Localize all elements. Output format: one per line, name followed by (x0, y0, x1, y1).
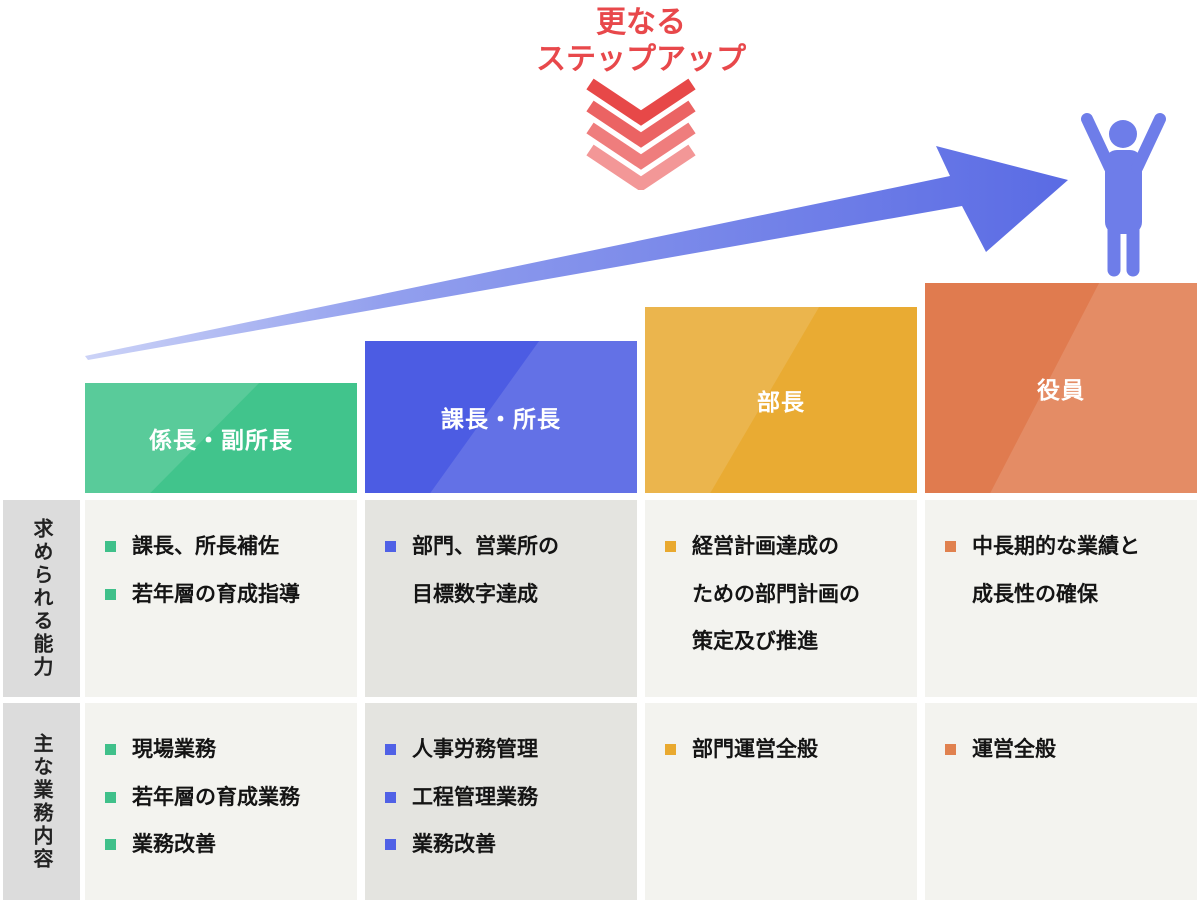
row-label-duties: 主な業務内容 (3, 703, 80, 900)
bullet-square-icon (945, 541, 956, 552)
stepup-title: 更なる ステップアップ (416, 4, 866, 78)
cell-duties-bucho: 部門運営全般 (645, 703, 917, 900)
bullet-square-icon (105, 541, 116, 552)
list-item: 若年層の育成業務 (105, 774, 345, 822)
role-header-label: 部長 (757, 389, 805, 415)
cell-abilities-bucho: 経営計画達成の ための部門計画の 策定及び推進 (645, 500, 917, 697)
item-text: 若年層の育成業務 (132, 785, 300, 809)
cell-abilities-kakaricho: 課長、所長補佐 若年層の育成指導 (85, 500, 357, 697)
bullet-square-icon (385, 839, 396, 850)
list-item: 運営全般 (945, 726, 1185, 774)
bullet-square-icon (105, 791, 116, 803)
growth-arrow-icon (85, 146, 1068, 360)
item-text: 工程管理業務 (412, 785, 538, 809)
chevron-down-icon (585, 76, 697, 192)
item-text: 部門運営全般 (692, 738, 818, 761)
item-text: 部門、営業所の 目標数字達成 (412, 535, 559, 606)
cell-duties-kacho: 人事労務管理 工程管理業務 業務改善 (365, 703, 637, 900)
item-text: 若年層の育成指導 (132, 582, 300, 606)
item-text: 業務改善 (412, 833, 496, 856)
list-item: 若年層の育成指導 (105, 571, 345, 619)
list-item: 経営計画達成の ための部門計画の 策定及び推進 (665, 523, 905, 666)
item-text: 業務改善 (132, 833, 216, 856)
bullet-square-icon (105, 588, 116, 600)
role-header-label: 役員 (1037, 377, 1085, 403)
bullet-square-icon (945, 744, 956, 755)
list-item: 部門、営業所の 目標数字達成 (385, 523, 625, 618)
list-item: 中長期的な業績と 成長性の確保 (945, 523, 1185, 618)
cell-abilities-yakuin: 中長期的な業績と 成長性の確保 (925, 500, 1197, 697)
role-header-label: 係長・副所長 (149, 427, 293, 453)
bullet-square-icon (665, 744, 676, 755)
bullet-square-icon (385, 744, 396, 755)
list-item: 業務改善 (385, 821, 625, 869)
item-text: 課長、所長補佐 (132, 535, 279, 558)
role-header-bucho: 部長 (645, 307, 917, 493)
role-header-yakuin: 役員 (925, 283, 1197, 493)
bullet-square-icon (105, 839, 116, 850)
list-item: 人事労務管理 (385, 726, 625, 774)
stepup-title-line1: 更なる (596, 6, 686, 39)
cell-duties-yakuin: 運営全般 (925, 703, 1197, 900)
item-text: 人事労務管理 (412, 738, 538, 761)
bullet-square-icon (385, 791, 396, 803)
role-header-kakaricho: 係長・副所長 (85, 383, 357, 493)
person-icon (1081, 113, 1166, 277)
row-label-abilities: 求められる能力 (3, 500, 80, 697)
item-text: 経営計画達成の ための部門計画の 策定及び推進 (692, 535, 860, 653)
item-text: 現場業務 (132, 738, 216, 761)
item-text: 運営全般 (972, 738, 1056, 761)
bullet-square-icon (105, 744, 116, 755)
bullet-square-icon (385, 541, 396, 552)
list-item: 現場業務 (105, 726, 345, 774)
stepup-title-line2: ステップアップ (536, 43, 746, 76)
list-item: 工程管理業務 (385, 774, 625, 822)
cell-duties-kakaricho: 現場業務 若年層の育成業務 業務改善 (85, 703, 357, 900)
role-header-kacho: 課長・所長 (365, 341, 637, 493)
list-item: 部門運営全般 (665, 726, 905, 774)
list-item: 業務改善 (105, 821, 345, 869)
cell-abilities-kacho: 部門、営業所の 目標数字達成 (365, 500, 637, 697)
bullet-square-icon (665, 541, 676, 552)
role-header-label: 課長・所長 (441, 406, 561, 432)
list-item: 課長、所長補佐 (105, 523, 345, 571)
item-text: 中長期的な業績と 成長性の確保 (972, 535, 1140, 606)
